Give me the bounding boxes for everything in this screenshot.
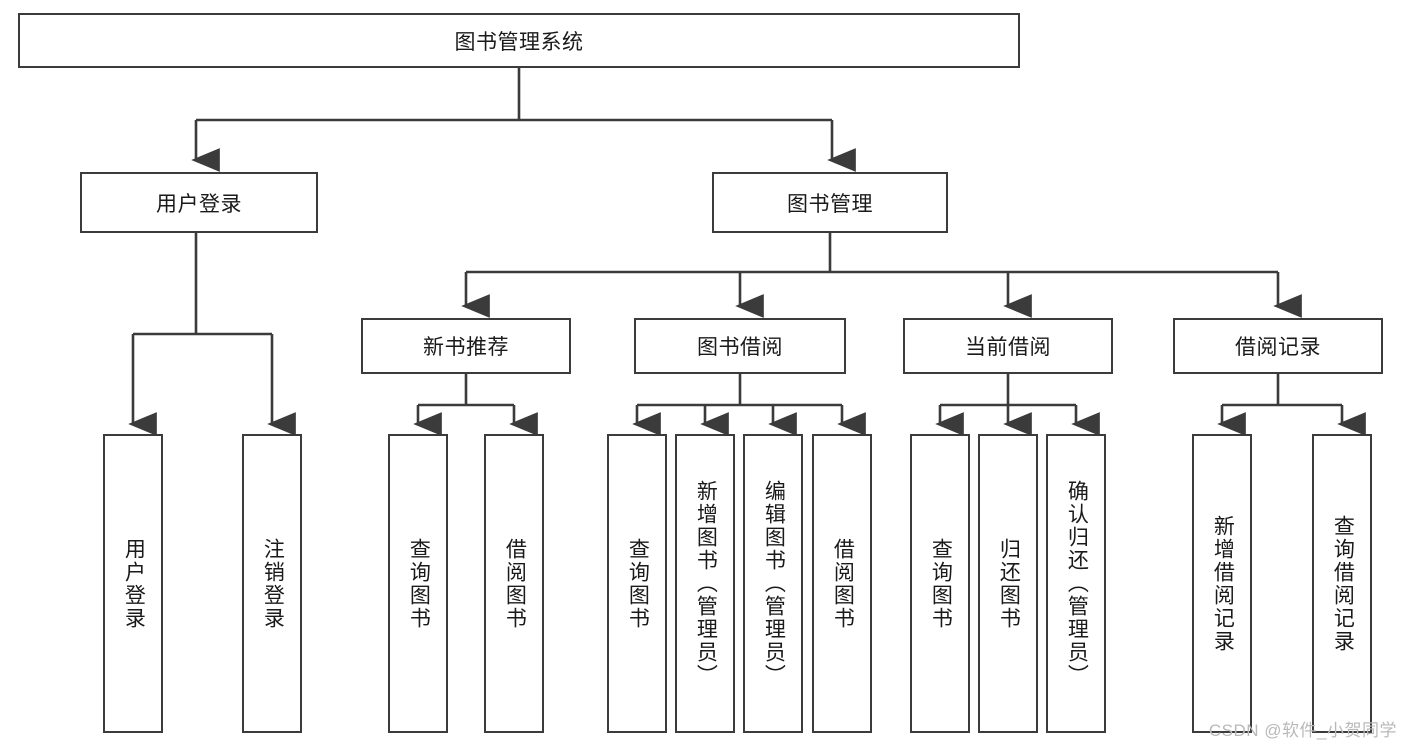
node-label: 确认归还（管理员）	[1065, 480, 1089, 687]
node-label: 查询借阅记录	[1331, 514, 1355, 653]
node-label: 查询图书	[626, 537, 650, 630]
node-label: 新增图书（管理员）	[694, 480, 718, 687]
watermark-text: CSDN @软件_小贺同学	[1208, 721, 1397, 740]
leaf-current-borrow-return-book[interactable]: 归还图书	[978, 434, 1038, 733]
leaf-new-book-borrow-book[interactable]: 借阅图书	[484, 434, 544, 733]
node-label: 新增借阅记录	[1211, 514, 1235, 653]
node-book-management[interactable]: 图书管理	[712, 172, 948, 233]
node-user-login[interactable]: 用户登录	[80, 172, 318, 233]
node-label: 图书借阅	[697, 336, 783, 359]
leaf-book-borrow-add-book-admin[interactable]: 新增图书（管理员）	[675, 434, 735, 733]
node-label: 用户登录	[122, 537, 146, 630]
node-label: 图书管理	[787, 192, 873, 216]
node-label: 借阅记录	[1235, 336, 1321, 359]
node-label: 编辑图书（管理员）	[762, 480, 786, 687]
node-label: 注销登录	[261, 537, 285, 630]
leaf-borrow-record-add-record[interactable]: 新增借阅记录	[1192, 434, 1252, 733]
node-label: 借阅图书	[503, 537, 527, 630]
node-label: 用户登录	[156, 192, 242, 216]
node-label: 新书推荐	[423, 336, 509, 359]
leaf-borrow-record-query-record[interactable]: 查询借阅记录	[1312, 434, 1372, 733]
node-label: 借阅图书	[831, 537, 855, 630]
node-label: 当前借阅	[965, 336, 1051, 359]
leaf-book-borrow-query-book[interactable]: 查询图书	[607, 434, 667, 733]
node-new-book-recommend[interactable]: 新书推荐	[361, 318, 571, 374]
node-borrow-record[interactable]: 借阅记录	[1173, 318, 1383, 374]
node-book-borrow[interactable]: 图书借阅	[634, 318, 846, 374]
node-current-borrow[interactable]: 当前借阅	[903, 318, 1113, 374]
leaf-user-login-login[interactable]: 用户登录	[103, 434, 163, 733]
leaf-current-borrow-confirm-return-admin[interactable]: 确认归还（管理员）	[1046, 434, 1106, 733]
leaf-current-borrow-query-book[interactable]: 查询图书	[910, 434, 970, 733]
node-label: 图书管理系统	[454, 30, 584, 54]
node-label: 归还图书	[997, 537, 1021, 630]
leaf-book-borrow-edit-book-admin[interactable]: 编辑图书（管理员）	[743, 434, 803, 733]
node-label: 查询图书	[929, 537, 953, 630]
node-root-book-management-system[interactable]: 图书管理系统	[18, 13, 1020, 68]
leaf-user-login-logout[interactable]: 注销登录	[242, 434, 302, 733]
leaf-new-book-query-book[interactable]: 查询图书	[388, 434, 448, 733]
node-label: 查询图书	[407, 537, 431, 630]
leaf-book-borrow-borrow-book[interactable]: 借阅图书	[812, 434, 872, 733]
